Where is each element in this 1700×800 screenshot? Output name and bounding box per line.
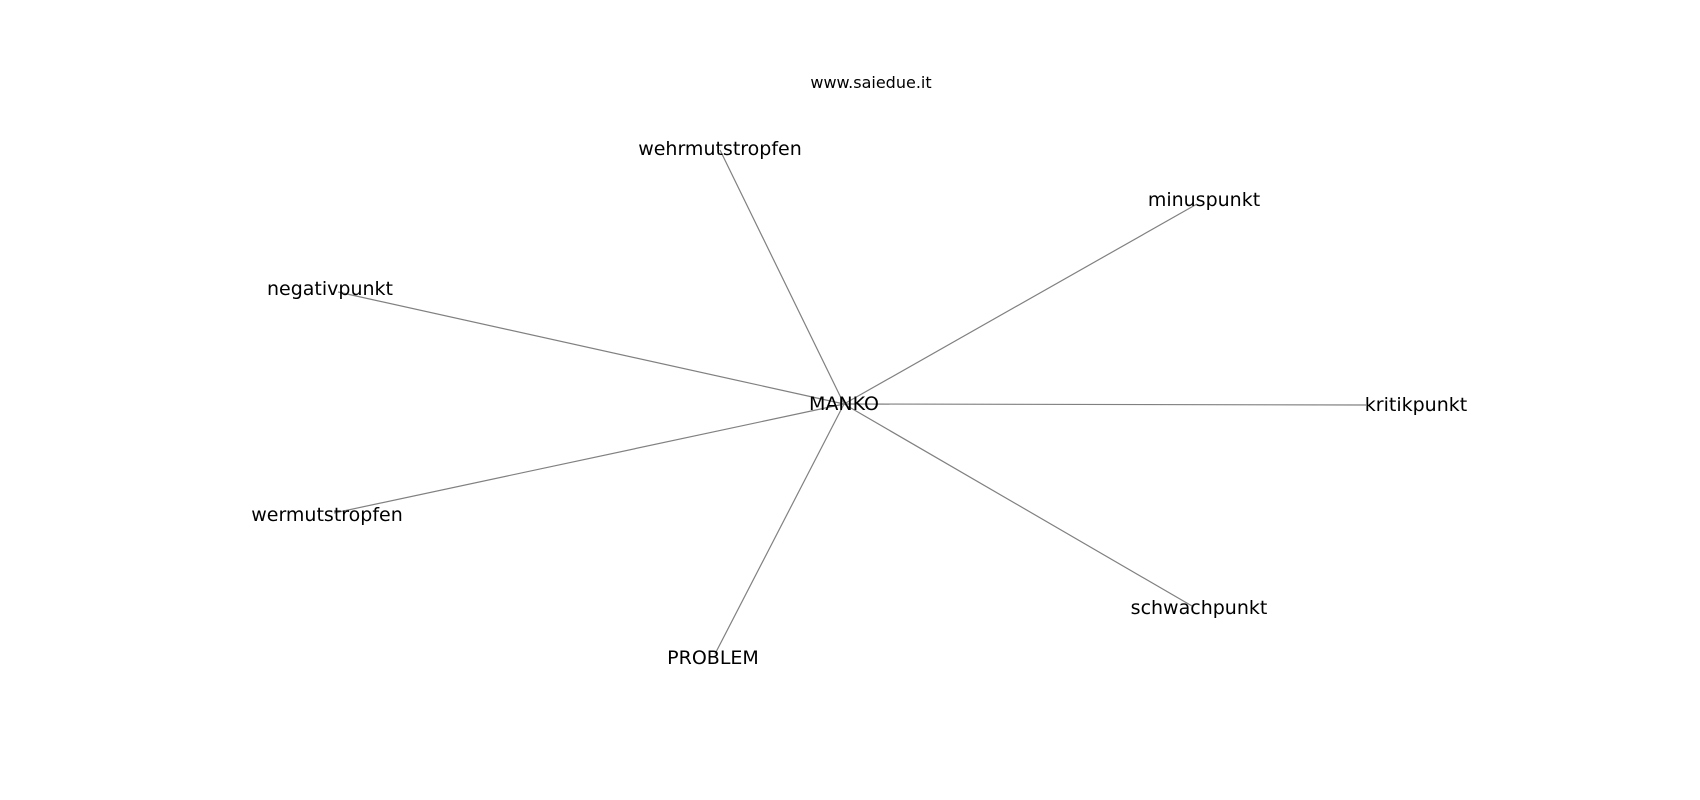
edge-minuspunkt bbox=[843, 203, 1198, 405]
watermark-text: www.saiedue.it bbox=[810, 73, 931, 92]
edge-schwachpunkt bbox=[843, 403, 1193, 607]
node-label-negativpunkt: negativpunkt bbox=[267, 278, 393, 300]
node-label-kritikpunkt: kritikpunkt bbox=[1365, 394, 1467, 416]
edge-wermutstropfen bbox=[333, 403, 845, 514]
node-label-minuspunkt: minuspunkt bbox=[1148, 189, 1260, 211]
edges-group bbox=[333, 149, 1367, 655]
node-label-wehrmutstropfen: wehrmutstropfen bbox=[638, 138, 802, 160]
edge-negativpunkt bbox=[337, 291, 845, 405]
edge-wehrmutstropfen bbox=[719, 149, 845, 405]
node-label-problem: PROBLEM bbox=[667, 647, 759, 669]
node-label-schwachpunkt: schwachpunkt bbox=[1131, 597, 1268, 619]
edge-problem bbox=[714, 403, 845, 655]
center-node-label: MANKO bbox=[809, 393, 879, 415]
edge-kritikpunkt bbox=[843, 403, 1367, 406]
nodes-group: wehrmutstropfen minuspunkt negativpunkt kri… bbox=[251, 138, 1467, 669]
node-label-wermutstropfen: wermutstropfen bbox=[251, 504, 403, 526]
